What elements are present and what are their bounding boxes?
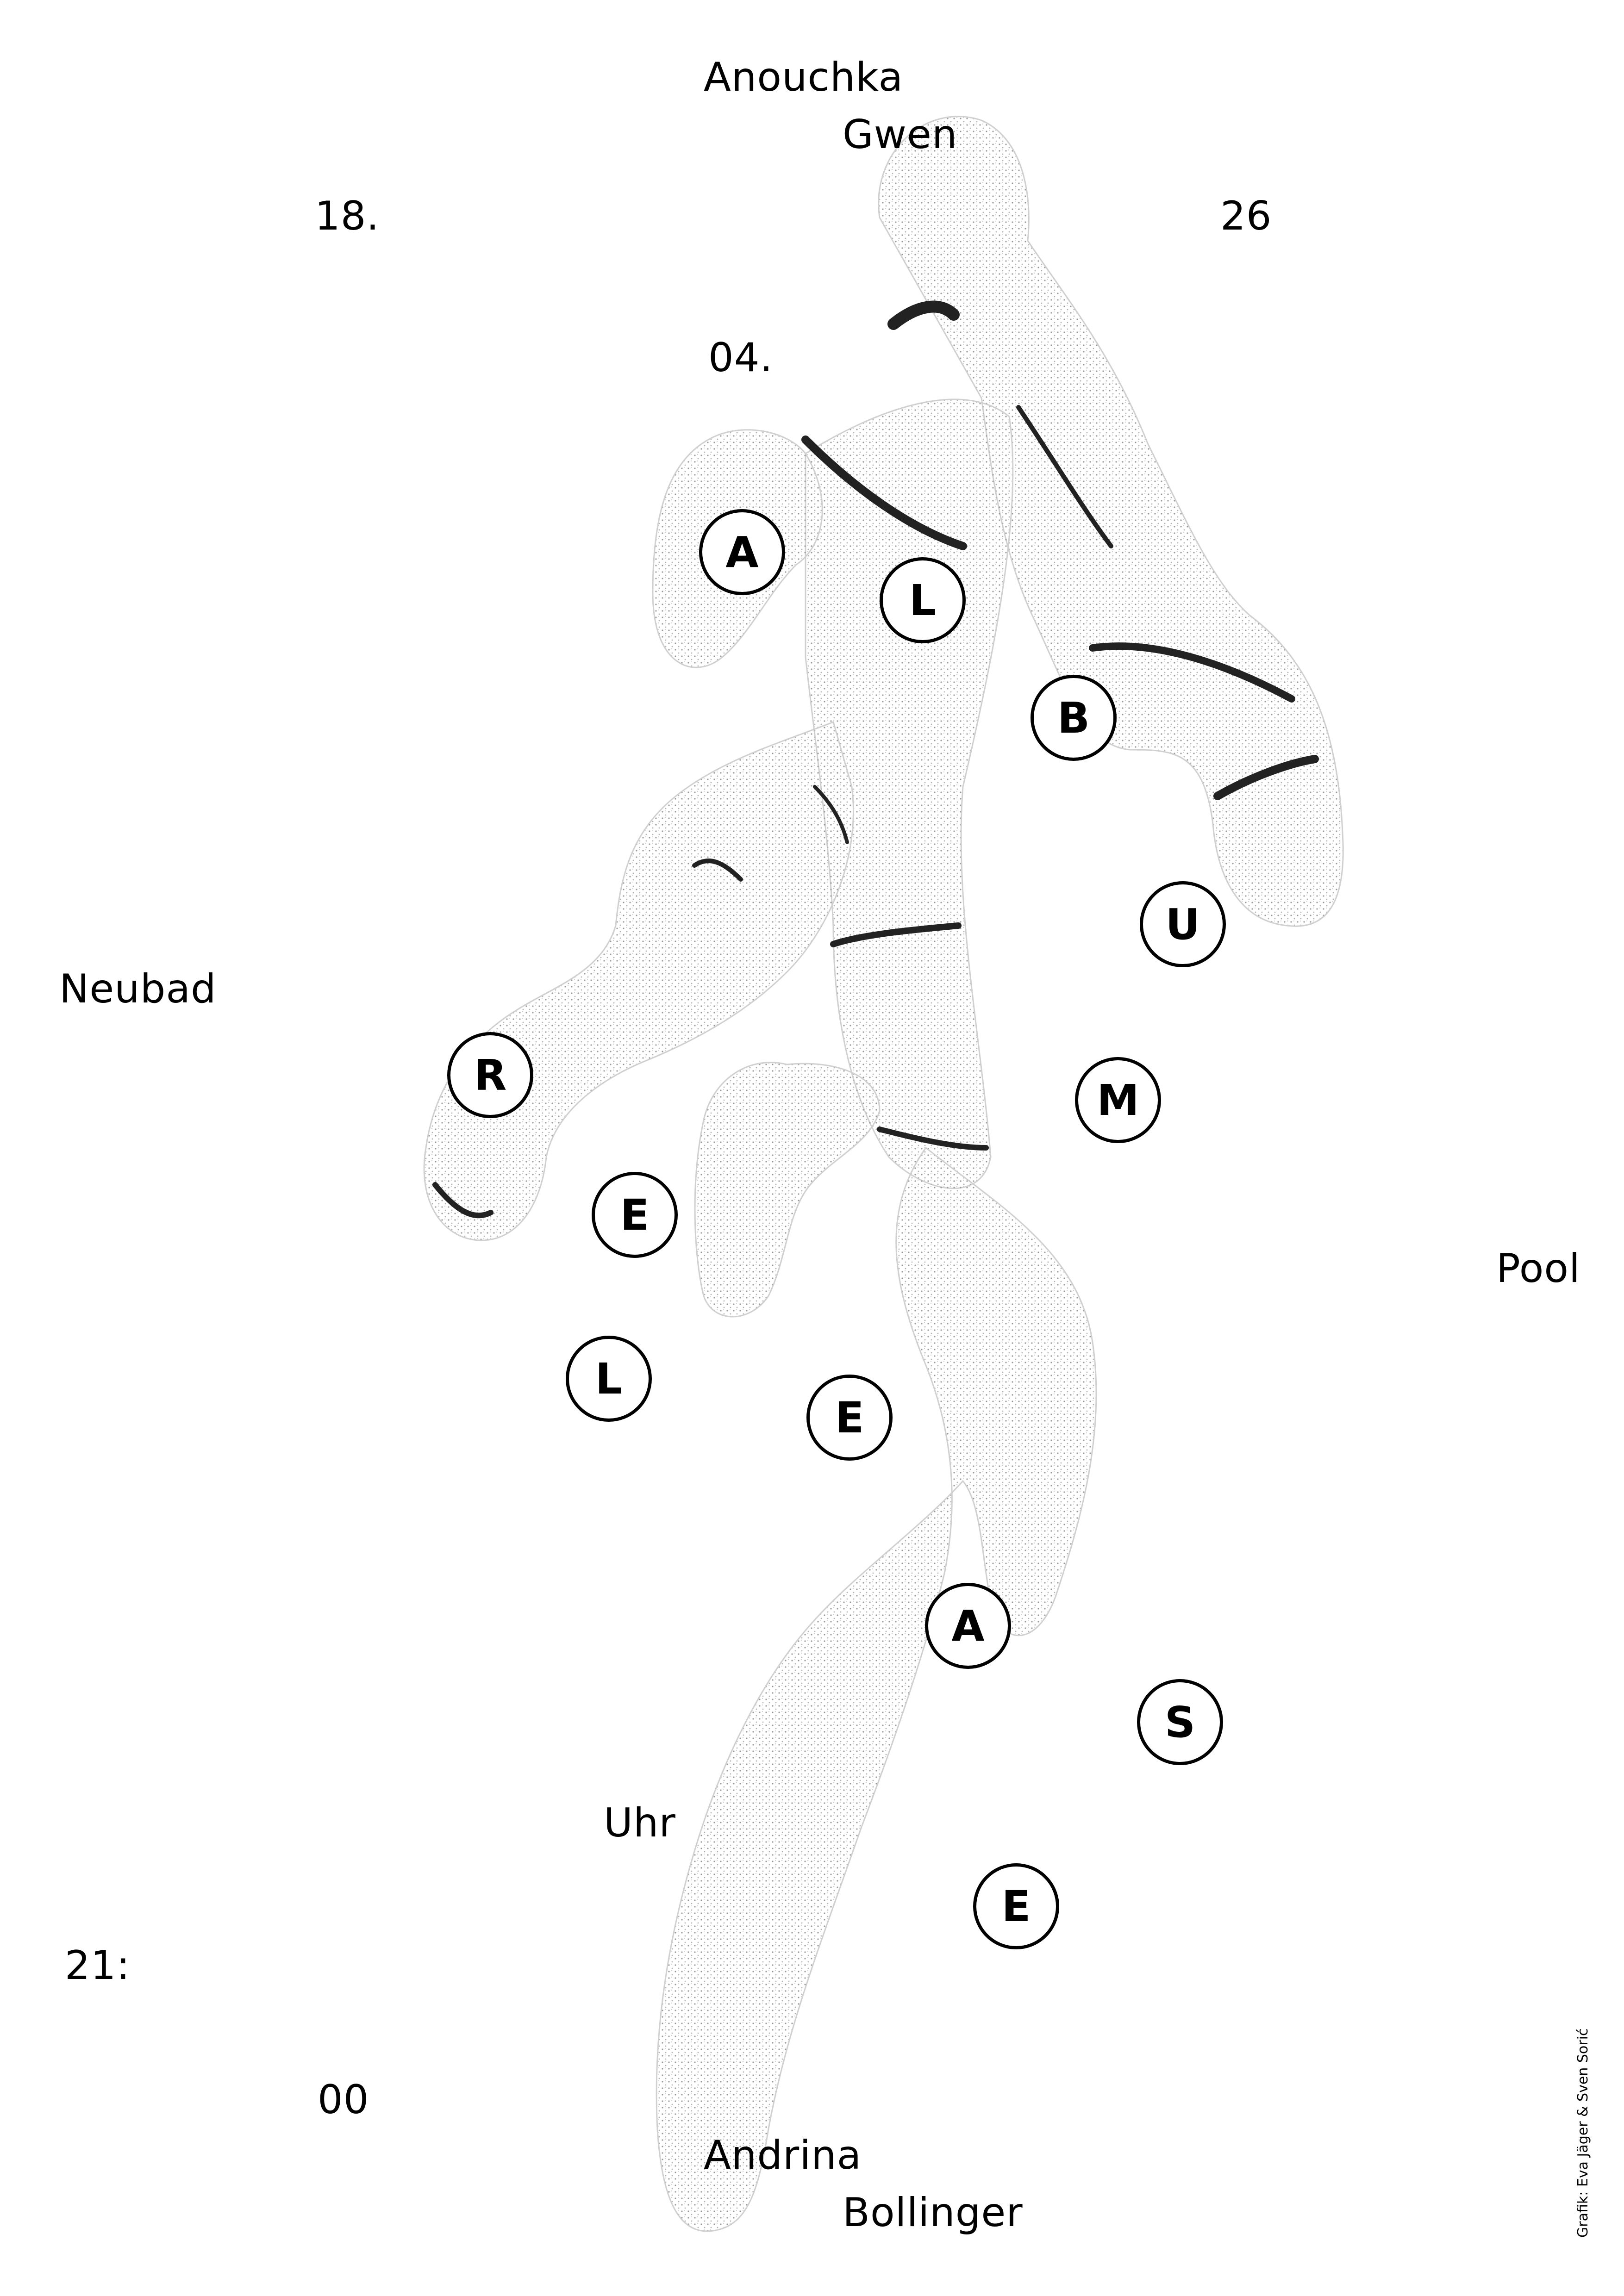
time-hour: 21: (65, 1942, 131, 1989)
title-letter-circle: E (973, 1863, 1059, 1949)
title-letter-circle: B (1031, 675, 1117, 761)
title-letter-circle: U (1140, 881, 1226, 967)
venue-name: Neubad (59, 966, 217, 1012)
title-letter-circle: L (880, 557, 966, 643)
performer-top-first-name: Anouchka (704, 54, 904, 100)
title-letter-circle: R (447, 1032, 533, 1118)
time-minute: 00 (318, 2077, 369, 2123)
time-unit: Uhr (604, 1800, 676, 1846)
performer-bottom-last-name: Bollinger (843, 2190, 1023, 2236)
title-letter-circle: E (806, 1375, 893, 1461)
design-credit: Grafik: Eva Jäger & Sven Sorić (1575, 2028, 1591, 2238)
title-letter-circle: A (699, 509, 785, 595)
title-letter-circle: E (592, 1172, 678, 1258)
date-day: 18. (315, 193, 380, 239)
title-letter-circle: L (566, 1336, 652, 1422)
performer-bottom-first-name: Andrina (704, 2132, 862, 2178)
title-letter-circle: S (1137, 1679, 1223, 1765)
performer-top-last-name: Gwen (843, 112, 958, 158)
date-month: 04. (708, 335, 773, 381)
date-year: 26 (1220, 193, 1272, 239)
title-letter-circle: A (925, 1583, 1011, 1669)
venue-room: Pool (1496, 1245, 1580, 1292)
title-letter-circle: M (1075, 1057, 1161, 1143)
